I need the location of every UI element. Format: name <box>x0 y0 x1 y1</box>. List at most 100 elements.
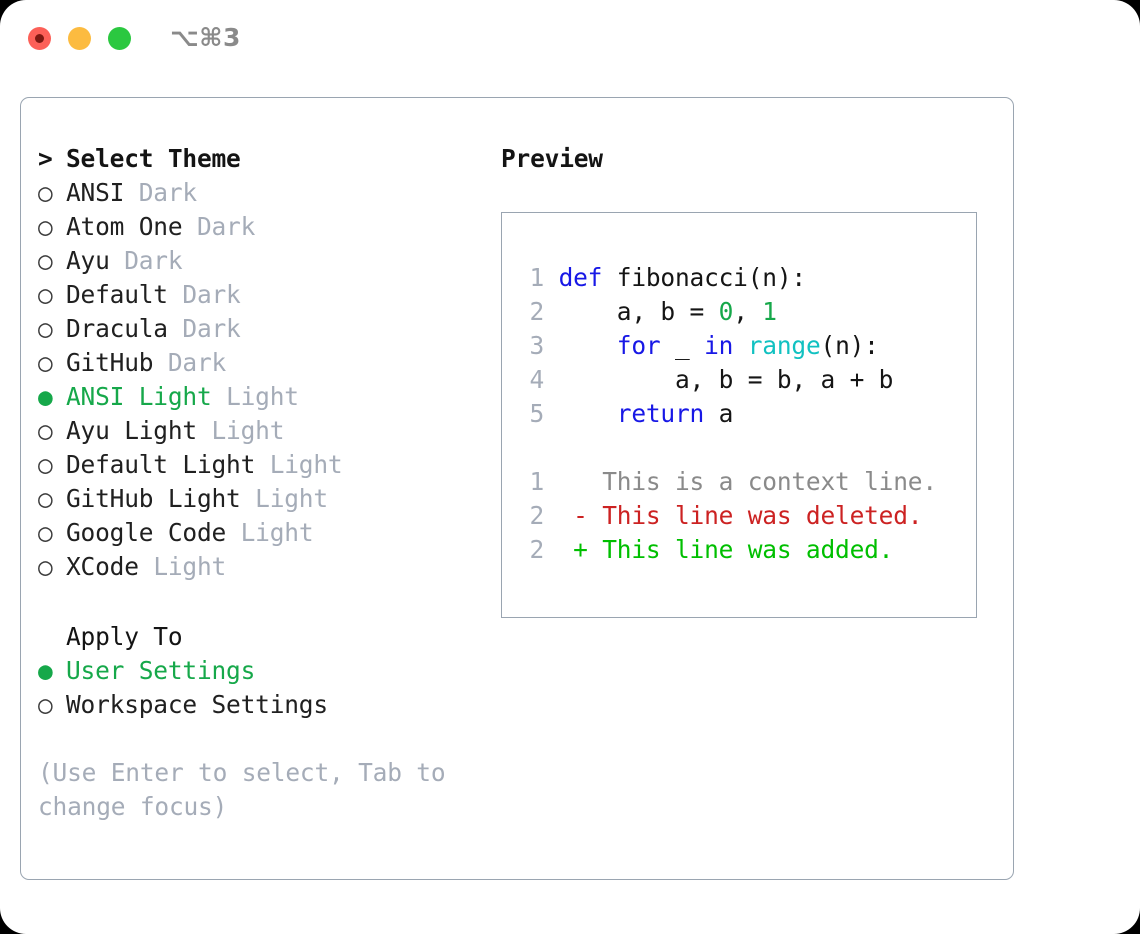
theme-list-item[interactable]: ○Default Light Light <box>38 448 488 482</box>
radio-unselected-icon[interactable]: ○ <box>38 314 53 343</box>
theme-list-item[interactable]: ● ANSI Light Light <box>38 380 488 414</box>
apply-to-option[interactable]: ○ Workspace Settings <box>38 688 488 722</box>
diff-text: This line was deleted. <box>587 501 923 530</box>
theme-name-label: Atom One <box>66 212 183 241</box>
radio-unselected-icon[interactable]: ○ <box>38 212 53 241</box>
theme-name-label: XCode <box>66 552 139 581</box>
diff-line: 2 - This line was deleted. <box>502 499 976 533</box>
line-number: 4 <box>529 365 544 394</box>
theme-list-item[interactable]: ○ Ayu Light Light <box>38 414 488 448</box>
theme-name-label: Default Light <box>66 450 256 479</box>
title-bar: ⌥⌘3 <box>0 0 1140 78</box>
code-line: 4 a, b = b, a + b <box>502 363 976 397</box>
apply-to-section: ○Apply To ● User Settings ○ Workspace Setti… <box>38 620 488 722</box>
theme-kind-label: Dark <box>124 178 197 207</box>
close-icon[interactable] <box>35 34 44 43</box>
radio-unselected-icon[interactable]: ○ <box>38 246 53 275</box>
code-line: 3 for _ in range(n): <box>502 329 976 363</box>
apply-to-option-label: User Settings <box>66 656 256 685</box>
code-token-kw: for <box>616 331 661 360</box>
diff-text: This line was added. <box>587 535 894 564</box>
radio-selected-icon[interactable]: ● <box>38 656 53 685</box>
code-token-fn: range <box>747 331 821 360</box>
theme-kind-label: Light <box>211 382 299 411</box>
code-token-plain: a, b = <box>558 297 719 326</box>
caret-icon: > <box>38 144 53 173</box>
code-line: 1 def fibonacci(n): <box>502 261 976 295</box>
code-token-kw: return <box>616 399 705 428</box>
radio-unselected-icon[interactable]: ○ <box>38 178 53 207</box>
radio-unselected-icon[interactable]: ○ <box>38 450 53 479</box>
theme-name-label: Ayu <box>66 246 110 275</box>
code-line: 2 a, b = 0, 1 <box>502 295 976 329</box>
radio-unselected-icon[interactable]: ○ <box>38 518 53 547</box>
theme-kind-label: Dark <box>109 246 183 275</box>
radio-unselected-icon[interactable]: ○ <box>38 690 53 719</box>
code-token-plain <box>559 331 617 360</box>
maximize-window-button[interactable] <box>108 27 131 50</box>
diff-sign: + <box>573 535 588 564</box>
code-token-num: 1 <box>762 297 777 326</box>
diff-preview: 1 This is a context line.2 - This line w… <box>502 465 976 567</box>
line-number: 1 <box>529 263 544 292</box>
line-number: 3 <box>529 331 544 360</box>
radio-selected-icon[interactable]: ● <box>38 382 53 411</box>
radio-unselected-icon[interactable]: ○ <box>38 280 53 309</box>
apply-to-options[interactable]: ● User Settings ○ Workspace Settings <box>38 654 488 722</box>
theme-name-label: Ayu Light <box>66 416 197 445</box>
code-token-plain <box>733 331 748 360</box>
apply-to-heading: ○Apply To <box>38 620 488 654</box>
theme-kind-label: Light <box>196 416 285 445</box>
theme-kind-label: Light <box>138 552 227 581</box>
line-number: 5 <box>529 399 544 428</box>
theme-kind-label: Dark <box>167 314 241 343</box>
theme-kind-label: Light <box>226 518 314 547</box>
theme-list[interactable]: ○ ANSI Dark ○ Atom One Dark ○ Ayu Dark ○ Defaul… <box>38 176 488 584</box>
theme-list-item[interactable]: ○ XCode Light <box>38 550 488 584</box>
theme-list-item[interactable]: ○ Dracula Dark <box>38 312 488 346</box>
theme-list-item[interactable]: ○ ANSI Dark <box>38 176 488 210</box>
diff-line: 2 + This line was added. <box>502 533 976 567</box>
apply-to-option-label: Workspace Settings <box>66 690 328 719</box>
diff-line: 1 This is a context line. <box>502 465 976 499</box>
theme-list-item[interactable]: ○Atom One Dark <box>38 210 488 244</box>
apply-to-label: Apply To <box>66 622 183 651</box>
code-token-plain <box>559 399 617 428</box>
diff-text: This is a context line. <box>587 467 937 496</box>
minimize-window-button[interactable] <box>68 27 91 50</box>
theme-kind-label: Light <box>240 484 328 513</box>
select-theme-heading: > Select Theme <box>38 142 488 176</box>
radio-unselected-icon[interactable]: ○ <box>38 552 53 581</box>
radio-unselected-icon[interactable]: ○ <box>38 416 53 445</box>
theme-name-label: ANSI <box>66 178 125 207</box>
code-token-kw: def <box>558 263 603 292</box>
code-line: 5 return a <box>502 397 976 431</box>
code-token-plain: fibonacci(n): <box>602 263 806 292</box>
theme-list-item[interactable]: ○ Default Dark <box>38 278 488 312</box>
theme-name-label: ANSI Light <box>66 382 212 411</box>
theme-kind-label: Dark <box>153 348 227 377</box>
radio-unselected-icon[interactable]: ○ <box>38 348 53 377</box>
theme-name-label: Default <box>66 280 168 309</box>
keyboard-shortcut-label: ⌥⌘3 <box>170 23 241 52</box>
theme-kind-label: Dark <box>167 280 241 309</box>
theme-list-item[interactable]: ○ Google Code Light <box>38 516 488 550</box>
theme-list-item[interactable]: ○ GitHub Light Light <box>38 482 488 516</box>
select-theme-heading-label: Select Theme <box>66 144 241 173</box>
diff-sign: - <box>573 501 588 530</box>
code-token-num: 0 <box>718 297 734 326</box>
theme-list-item[interactable]: ○ Ayu Dark <box>38 244 488 278</box>
diff-sign <box>573 467 588 496</box>
apply-to-option[interactable]: ● User Settings <box>38 654 488 688</box>
radio-unselected-icon[interactable]: ○ <box>38 484 53 513</box>
code-token-plain: , <box>733 297 763 326</box>
theme-list-item[interactable]: ○GitHub Dark <box>38 346 488 380</box>
code-token-kw: in <box>704 331 734 360</box>
theme-name-label: GitHub Light <box>66 484 241 513</box>
theme-name-label: Google Code <box>66 518 227 547</box>
preview-title: Preview <box>501 144 603 173</box>
code-token-plain: (n): <box>820 331 879 360</box>
theme-name-label: Dracula <box>66 314 168 343</box>
